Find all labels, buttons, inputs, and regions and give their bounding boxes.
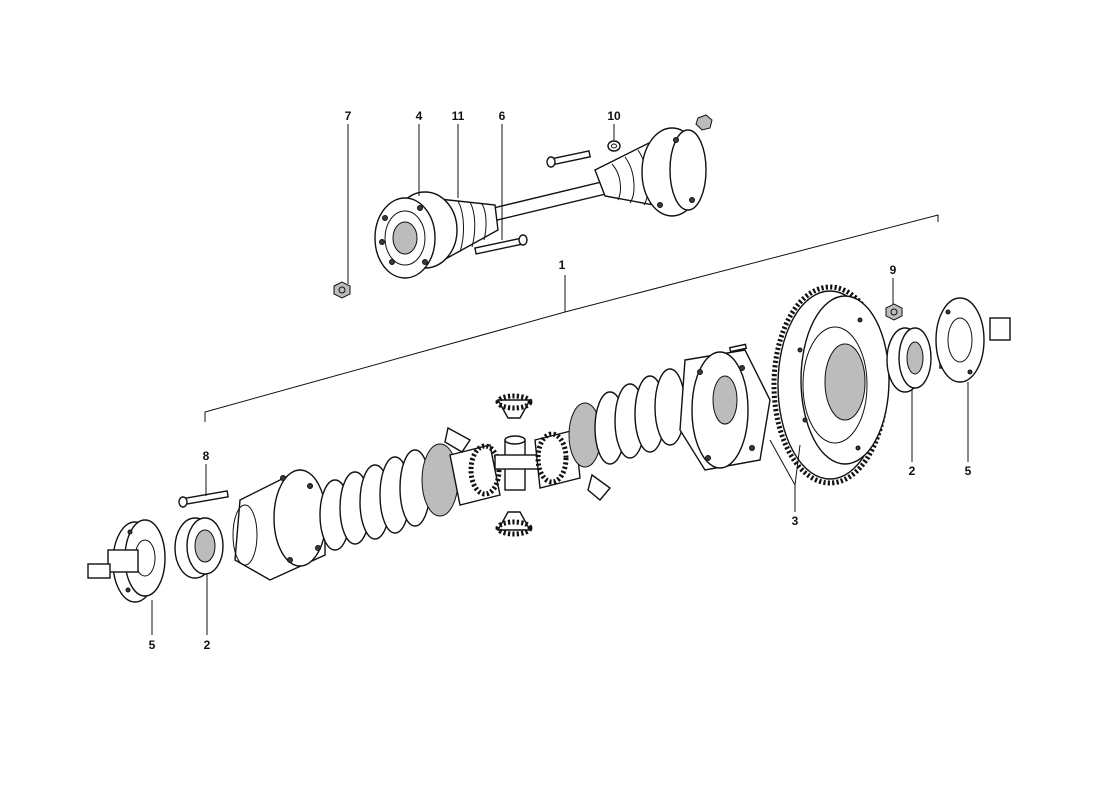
nut-left (333, 281, 351, 299)
right-cv-joint (641, 127, 707, 217)
callout-9: 9 (890, 263, 897, 277)
washer (607, 140, 621, 152)
drive-shaft (484, 179, 615, 223)
left-cv-joint (374, 191, 458, 279)
right-output-flange (935, 297, 1011, 383)
left-differential-case (232, 469, 327, 581)
callout-5-right: 5 (965, 464, 972, 478)
callout-leaders (151, 124, 969, 635)
bolt-upper (546, 150, 592, 168)
callout-2-right: 2 (909, 464, 916, 478)
left-bearing (174, 517, 224, 579)
bolt-lower (474, 234, 528, 255)
pinion-gear-bottom (495, 511, 533, 537)
ring-gear-bolt (728, 343, 748, 353)
right-differential-case (679, 349, 771, 471)
differential-assembly (87, 284, 1011, 603)
callout-5-left: 5 (149, 638, 156, 652)
callout-6: 6 (499, 109, 506, 123)
callout-1: 1 (559, 258, 566, 272)
callout-11: 11 (452, 109, 465, 123)
pinion-gear-right (587, 473, 612, 501)
callout-8: 8 (203, 449, 210, 463)
ring-gear (771, 284, 890, 486)
left-output-flange (87, 519, 166, 603)
case-bolt (178, 490, 229, 508)
callout-10: 10 (607, 109, 621, 123)
callout-7: 7 (345, 109, 352, 123)
pinion-gear-left (444, 426, 472, 453)
assembly-bracket (204, 214, 939, 422)
right-side-gear (534, 429, 581, 489)
callout-3: 3 (792, 514, 799, 528)
callout-4: 4 (416, 109, 423, 123)
left-side-gear (449, 443, 502, 506)
drive-shaft-assembly (333, 114, 713, 299)
right-clutch-plates (568, 368, 686, 468)
left-clutch-plates (319, 443, 459, 551)
right-bearing (886, 327, 932, 393)
callout-2-left: 2 (204, 638, 211, 652)
callout-labels: 7 4 11 6 10 1 9 8 5 2 3 2 5 (149, 109, 972, 652)
nut-right (885, 303, 903, 321)
nut-upper-right (695, 114, 713, 131)
pinion-gear-top (495, 393, 533, 419)
